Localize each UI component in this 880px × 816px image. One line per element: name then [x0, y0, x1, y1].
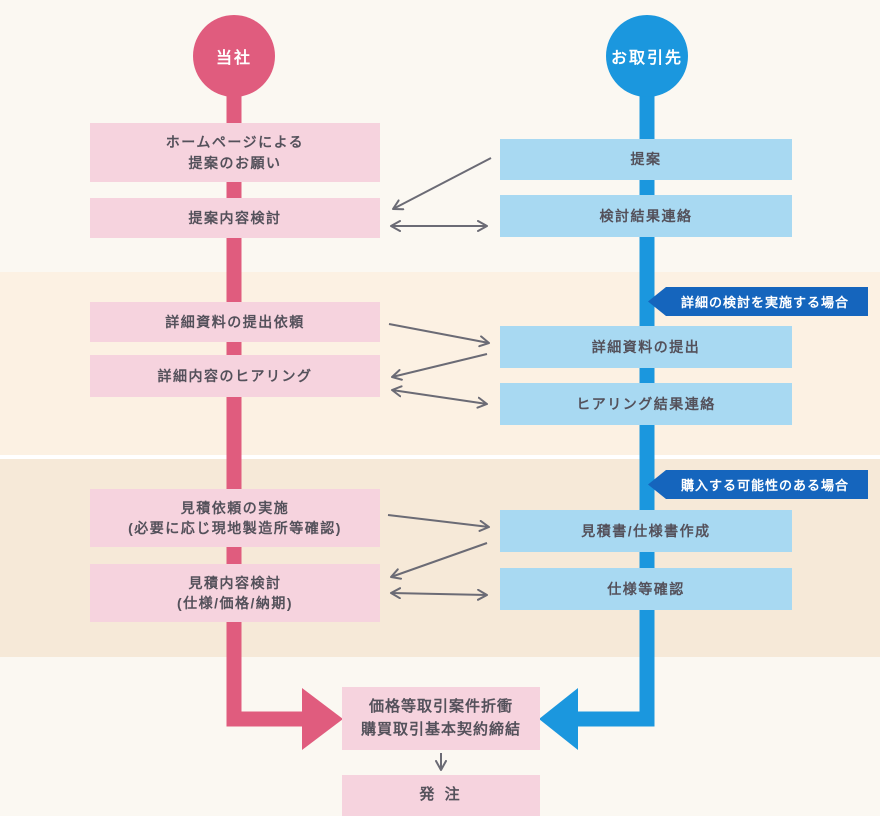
company-step-detail-docs-request: 詳細資料の提出依頼 [90, 302, 380, 342]
company-step-proposal-review: 提案内容検討 [90, 198, 380, 238]
order-box: 発 注 [342, 775, 540, 816]
company-step-homepage-request: ホームページによる 提案のお願い [90, 123, 380, 182]
partner-step-detail-docs-submit: 詳細資料の提出 [500, 326, 792, 368]
arrow-proposal-to-review [392, 157, 492, 211]
arrow-quote-to-review [390, 542, 488, 580]
partner-actor-label: お取引先 [610, 50, 683, 67]
step-label: ヒアリング結果連絡 [576, 395, 716, 412]
step-label: 詳細資料の提出依頼 [165, 313, 305, 330]
step-label: 提案 [630, 151, 662, 168]
partner-step-hearing-result: ヒアリング結果連絡 [500, 383, 792, 425]
step-label: 見積依頼の実施 [180, 499, 290, 516]
partner-flow-line [578, 95, 655, 727]
company-step-quote-review: 見積内容検討 (仕様/価格/納期) [90, 564, 380, 622]
company-flow-line [226, 95, 302, 727]
partner-flow-arrowhead [539, 688, 578, 750]
step-label: (必要に応じ現地製造所等確認) [128, 520, 342, 536]
negotiation-label: 購買取引基本契約締結 [360, 720, 521, 738]
company-actor-badge: 当社 [193, 15, 275, 97]
condition-badge-detail-review: 詳細の検討を実施する場合 [648, 287, 868, 316]
negotiation-label: 価格等取引案件折衝 [368, 698, 513, 715]
condition-badge-label: 購入する可能性のある場合 [680, 478, 849, 493]
step-label: 見積内容検討 [188, 574, 282, 591]
company-step-detail-hearing: 詳細内容のヒアリング [90, 355, 380, 397]
step-label: ホームページによる [165, 134, 305, 151]
arrow-quote-request-to-create [387, 514, 490, 532]
arrow-detail-request-to-submit [388, 323, 490, 348]
arrow-submit-to-hearing [391, 353, 488, 381]
negotiation-box: 価格等取引案件折衝 購買取引基本契約締結 [342, 687, 540, 750]
company-step-quote-request: 見積依頼の実施 (必要に応じ現地製造所等確認) [90, 489, 380, 547]
partner-step-spec-confirm: 仕様等確認 [500, 568, 792, 610]
arrow-spec-confirm-exchange [390, 587, 488, 601]
arrow-hearing-result-exchange [391, 385, 488, 409]
partner-step-quote-create: 見積書/仕様書作成 [500, 510, 792, 552]
step-label: 提案内容検討 [188, 209, 282, 226]
step-label: 仕様等確認 [607, 580, 685, 597]
partner-step-review-result: 検討結果連絡 [500, 195, 792, 237]
step-label: 見積書/仕様書作成 [581, 522, 711, 539]
partner-step-proposal: 提案 [500, 139, 792, 180]
step-label: 詳細内容のヒアリング [157, 367, 313, 384]
step-label: 詳細資料の提出 [591, 338, 701, 355]
condition-badge-label: 詳細の検討を実施する場合 [680, 295, 849, 310]
step-label: (仕様/価格/納期) [176, 595, 294, 611]
step-label: 検討結果連絡 [599, 207, 693, 224]
company-flow-arrowhead [302, 688, 343, 750]
partner-actor-badge: お取引先 [606, 15, 688, 97]
order-label: 発 注 [419, 786, 463, 804]
step-label: 提案のお願い [188, 154, 282, 171]
condition-badge-purchase-possibility: 購入する可能性のある場合 [648, 470, 868, 499]
company-actor-label: 当社 [215, 50, 252, 67]
band-separator [0, 455, 880, 459]
